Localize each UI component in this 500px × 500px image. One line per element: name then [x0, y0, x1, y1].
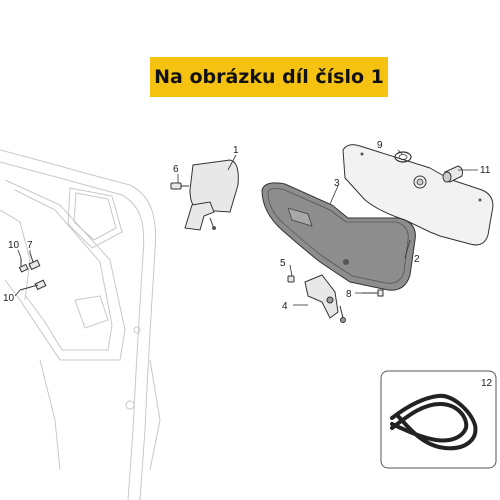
- part-8-screw: [362, 289, 384, 297]
- callout-3: 3: [334, 178, 340, 189]
- part-1-lid: [184, 159, 239, 231]
- callout-7: 7: [27, 240, 33, 251]
- part-2-back-panel: [342, 144, 494, 246]
- leader-lines: [14, 149, 478, 306]
- part-12-seal: [390, 393, 478, 451]
- part-12-inset: 12: [380, 370, 497, 469]
- callout-4: 4: [282, 301, 288, 312]
- part-3-door-panel: [261, 182, 416, 291]
- callout-12: 12: [481, 378, 493, 389]
- banner-text: Na obrázku díl číslo 1: [154, 66, 384, 88]
- callout-9: 9: [377, 140, 383, 151]
- callout-10-upper: 10: [8, 240, 20, 251]
- part-11-lock-cylinder: [442, 165, 463, 183]
- part-number-banner: Na obrázku díl číslo 1: [150, 57, 388, 97]
- callout-2: 2: [414, 254, 420, 265]
- callout-11: 11: [480, 165, 491, 176]
- part-5-screw: [287, 275, 295, 283]
- callout-8: 8: [346, 289, 352, 300]
- part-4-hinge: [304, 274, 346, 323]
- callout-1: 1: [233, 145, 239, 156]
- part-9-ring: [394, 151, 412, 163]
- left-fasteners: [18, 252, 47, 291]
- scooter-body-outline: [0, 149, 161, 500]
- callout-10-lower: 10: [3, 293, 15, 304]
- callout-5: 5: [280, 258, 286, 269]
- callout-6: 6: [173, 164, 179, 175]
- part-6-screw: [170, 182, 189, 190]
